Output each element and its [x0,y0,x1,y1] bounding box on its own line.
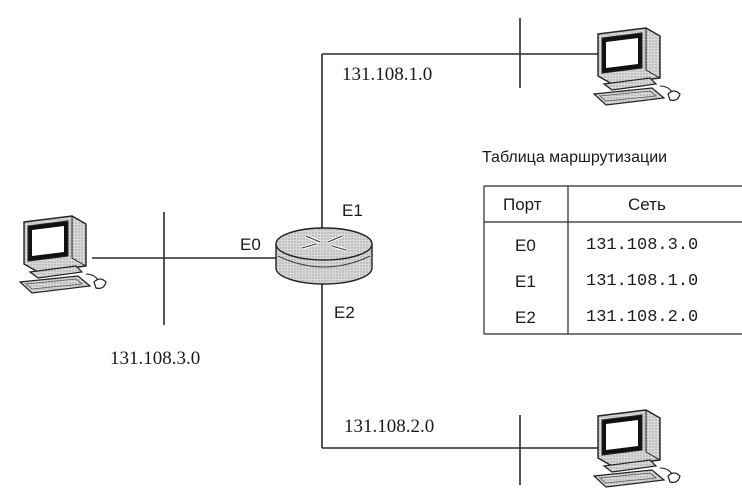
table-header-port: Порт [503,195,542,214]
router-icon [276,228,372,284]
table-cell-network: 131.108.1.0 [586,272,698,291]
table-cell-port: E2 [515,308,536,327]
table-cell-port: E0 [515,236,536,255]
network-label-left: 131.108.3.0 [110,348,200,369]
routing-table-title: Таблица маршрутизации [482,149,667,166]
table-cell-network: 131.108.2.0 [586,308,698,327]
port-label-e1: E1 [342,201,363,220]
routing-table: Порт Сеть E0 131.108.3.0 E1 131.108.1.0 … [484,186,742,334]
network-label-bottom: 131.108.2.0 [344,416,434,437]
computer-icon [20,216,106,293]
table-header-network: Сеть [628,195,666,214]
table-cell-port: E1 [515,272,536,291]
port-label-e0: E0 [240,235,261,254]
network-label-top: 131.108.1.0 [342,64,432,85]
port-label-e2: E2 [334,303,355,322]
computer-icon [594,28,680,105]
computer-icon [594,410,680,487]
table-cell-network: 131.108.3.0 [586,236,698,255]
